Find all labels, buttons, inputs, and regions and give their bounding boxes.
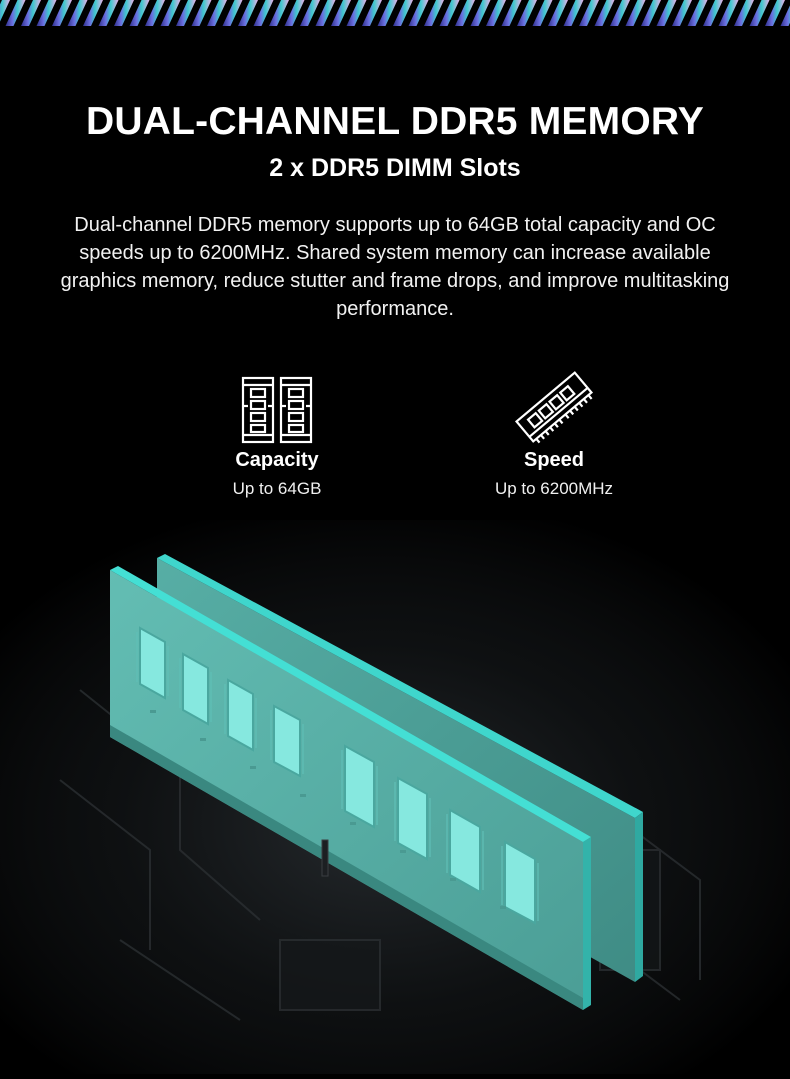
stripe (672, 0, 692, 26)
speed-value: Up to 6200MHz (444, 478, 664, 500)
stripe (765, 0, 785, 26)
stripe (734, 0, 754, 26)
speed-title: Speed (444, 448, 664, 472)
dimm-slot-latch (322, 840, 328, 876)
stripe (533, 0, 553, 26)
dual-memory-module-icon (167, 370, 387, 444)
stripe (440, 0, 460, 26)
stripe (316, 0, 336, 26)
capacity-value: Up to 64GB (167, 478, 387, 500)
stripe (300, 0, 320, 26)
stripe (176, 0, 196, 26)
stripe (331, 0, 351, 26)
stripe (719, 0, 739, 26)
stripes-graphic (0, 0, 790, 26)
stripe (114, 0, 134, 26)
page-subtitle: 2 x DDR5 DIMM Slots (0, 154, 790, 183)
stripe (269, 0, 289, 26)
stripe (37, 0, 57, 26)
capacity-feature: Capacity Up to 64GB (167, 370, 387, 500)
stripe (68, 0, 88, 26)
stripe (548, 0, 568, 26)
stripe (517, 0, 537, 26)
stripe (579, 0, 599, 26)
page-title: DUAL-CHANNEL DDR5 MEMORY (0, 100, 790, 144)
stripe (424, 0, 444, 26)
stripe (207, 0, 227, 26)
ddr5-memory-modules-illustration (0, 520, 790, 1074)
stripe (595, 0, 615, 26)
feature-description: Dual-channel DDR5 memory supports up to … (60, 211, 730, 323)
stripe (254, 0, 274, 26)
stripe (378, 0, 398, 26)
stripe (455, 0, 475, 26)
stripe (409, 0, 429, 26)
stripe (626, 0, 646, 26)
stripe (52, 0, 72, 26)
stripe (393, 0, 413, 26)
stripe (83, 0, 103, 26)
speed-feature: Speed Up to 6200MHz (444, 370, 664, 500)
stripe (703, 0, 723, 26)
stripe (657, 0, 677, 26)
stripe (610, 0, 630, 26)
stripe (362, 0, 382, 26)
stripe (192, 0, 212, 26)
stripe (486, 0, 506, 26)
stripe (285, 0, 305, 26)
memory-stick-icon (444, 370, 664, 444)
stripe (471, 0, 491, 26)
stripe (99, 0, 119, 26)
capacity-title: Capacity (167, 448, 387, 472)
stripe (223, 0, 243, 26)
top-gradient-stripes (0, 0, 790, 26)
stripe (750, 0, 770, 26)
stripe (238, 0, 258, 26)
stripe (502, 0, 522, 26)
stripe (688, 0, 708, 26)
stripe (21, 0, 41, 26)
stripe (130, 0, 150, 26)
stripe (161, 0, 181, 26)
stripe (641, 0, 661, 26)
stripe (6, 0, 26, 26)
stripe (564, 0, 584, 26)
stripe (145, 0, 165, 26)
stripe (347, 0, 367, 26)
